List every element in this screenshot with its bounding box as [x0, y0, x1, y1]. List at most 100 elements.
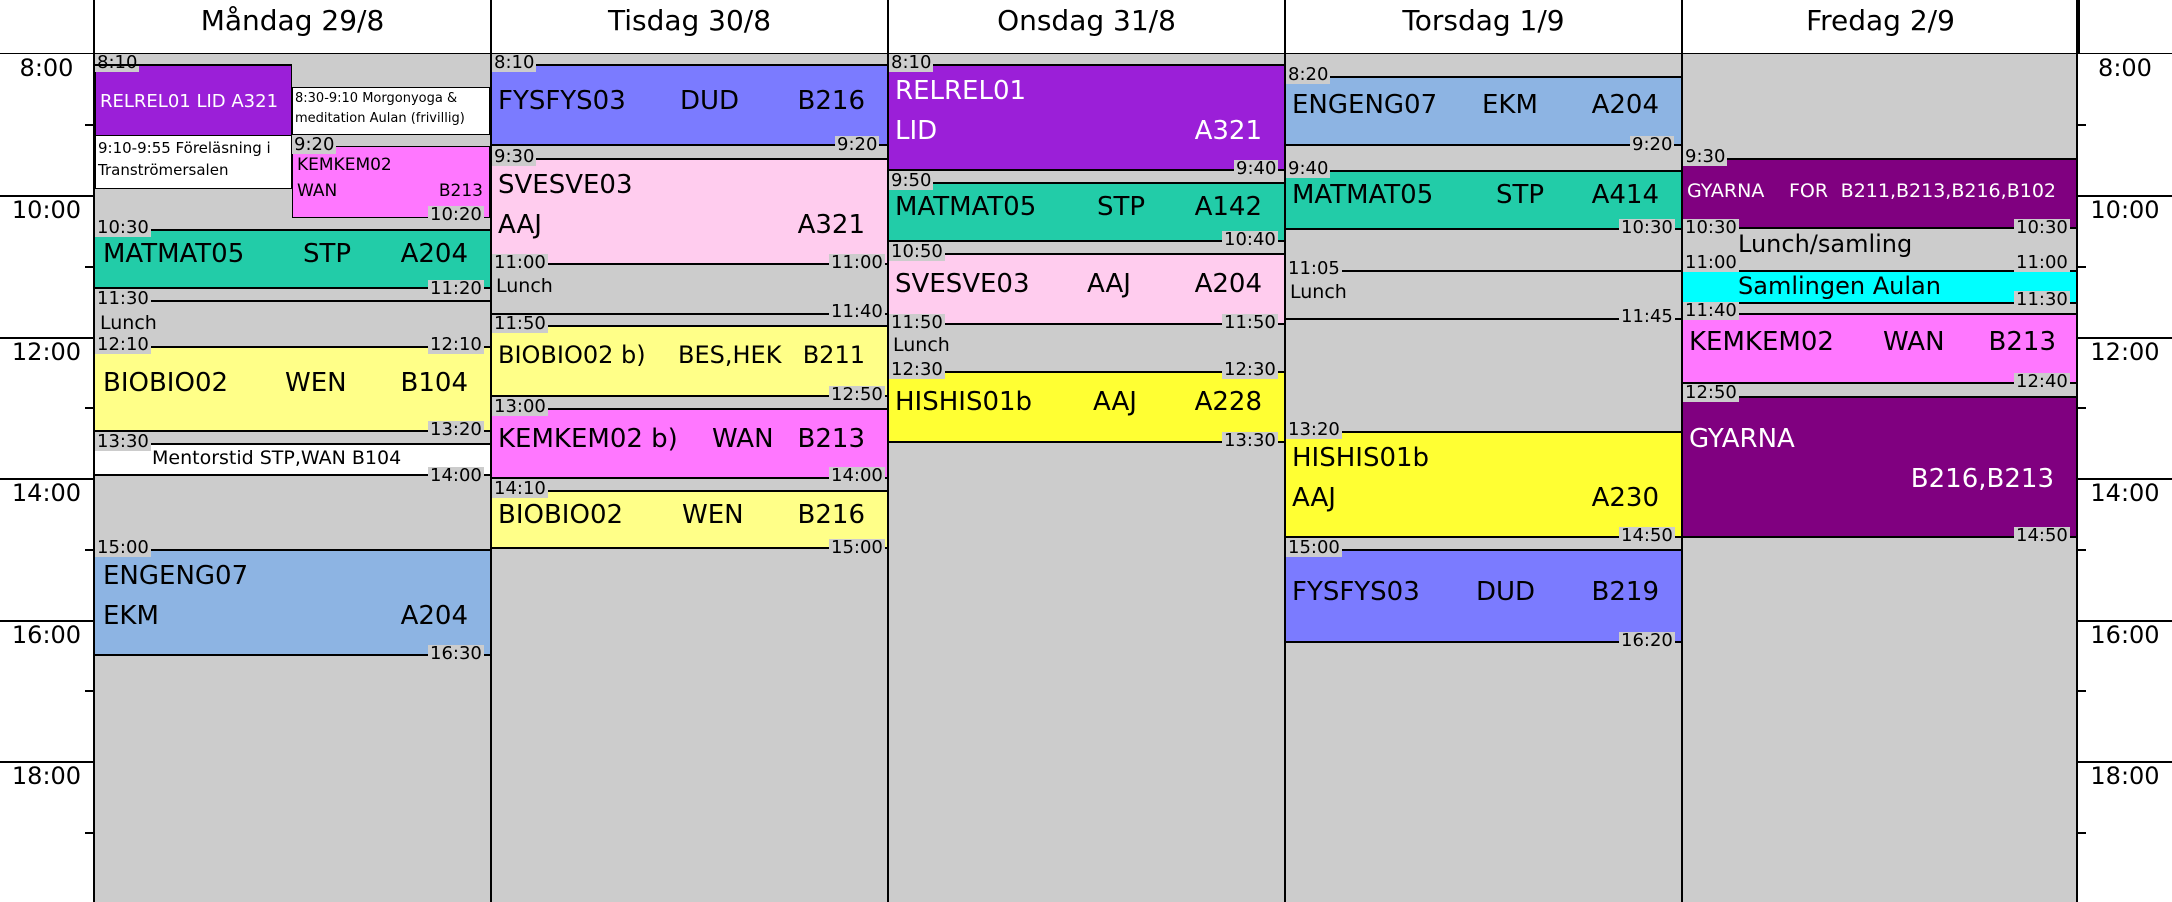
event-end-time: 14:50 — [1619, 525, 1675, 546]
event-kemkem02b[interactable]: KEMKEM02 b) WAN B213 — [492, 408, 887, 479]
hour-label: 12:00 — [2090, 338, 2160, 366]
event-mentorstid[interactable]: Mentorstid STP,WAN B104 — [95, 443, 490, 476]
day-header-friday: Fredag 2/9 — [1681, 0, 2078, 54]
event-morgonyoga[interactable]: 8:30-9:10 Morgonyoga & meditation Aulan … — [292, 87, 490, 135]
event-title: SVESVE03 — [895, 269, 1030, 299]
event-room: B211,B213,B216,B102 — [1840, 180, 2056, 202]
hour-label: 18:00 — [11, 762, 82, 790]
event-end-time: 12:10 — [428, 334, 484, 355]
event-engeng07[interactable]: ENGENG07 EKM A204 — [95, 549, 490, 656]
event-end-time: 10:20 — [428, 204, 484, 225]
event-room: A321 — [1194, 116, 1262, 146]
event-end-time: 11:20 — [428, 278, 484, 299]
event-teacher: AAJ — [1093, 387, 1137, 417]
event-title: FYSFYS03 — [498, 86, 626, 116]
event-title: GYARNA — [1687, 180, 1765, 202]
event-svesve03[interactable]: SVESVE03 AAJ A321 — [492, 158, 887, 265]
event-start-time: 15:00 — [1286, 537, 1342, 558]
event-lunch[interactable]: Lunch — [1290, 281, 1347, 303]
event-end-time: 9:20 — [835, 134, 880, 155]
event-end-time: 16:30 — [428, 643, 484, 664]
event-start-time: 14:10 — [492, 478, 548, 499]
event-start-time: 12:10 — [95, 334, 151, 355]
event-title: HISHIS01b — [1292, 443, 1430, 473]
event-kemkem02[interactable]: KEMKEM02 WAN B213 — [292, 146, 490, 218]
event-teacher: LID — [895, 116, 938, 146]
event-teacher: DUD — [1476, 577, 1536, 607]
hour-label: 10:00 — [11, 196, 82, 224]
event-title: FYSFYS03 — [1292, 577, 1420, 607]
event-subtitle: meditation Aulan (frivillig) — [295, 111, 465, 126]
event-start-time: 8:10 — [889, 52, 934, 73]
event-samlingen-aulan[interactable]: Samlingen Aulan — [1683, 270, 2076, 304]
event-end-time: 11:30 — [2014, 289, 2070, 310]
event-lunch-samling[interactable]: Lunch/samling — [1738, 230, 1913, 258]
event-end-time: 11:50 — [1222, 312, 1278, 333]
event-start-time: 15:00 — [95, 537, 151, 558]
event-biobio02b[interactable]: BIOBIO02 b) BES,HEK B211 — [492, 325, 887, 397]
event-matmat05[interactable]: MATMAT05 STP A142 — [889, 182, 1284, 242]
event-start-time: 11:40 — [1683, 300, 1739, 321]
event-biobio02[interactable]: BIOBIO02 WEN B216 — [492, 490, 887, 549]
event-teacher: AAJ — [1087, 269, 1131, 299]
event-start-time: 8:20 — [1286, 64, 1331, 85]
event-end-time: 12:40 — [2014, 371, 2070, 392]
event-end-time: 13:30 — [1222, 430, 1278, 451]
hour-label: 10:00 — [2090, 196, 2160, 224]
event-teacher: DUD — [680, 86, 740, 116]
event-room: B211 — [802, 341, 865, 369]
event-title: BIOBIO02 — [498, 500, 624, 530]
event-relrel01[interactable]: RELREL01 LID A321 — [889, 64, 1284, 171]
event-lunch[interactable]: Lunch — [893, 334, 950, 356]
event-start-time: 11:50 — [889, 312, 945, 333]
event-matmat05[interactable]: MATMAT05 STP A204 — [95, 229, 490, 289]
event-room: B213 — [1988, 327, 2056, 357]
event-end-time: 12:50 — [829, 384, 885, 405]
event-lunch[interactable]: Lunch — [496, 275, 553, 297]
event-end-time: 9:20 — [1630, 134, 1675, 155]
event-end-time: 11:40 — [829, 301, 885, 322]
event-room: A204 — [400, 239, 468, 269]
event-title: 9:10-9:55 Föreläsning i — [98, 139, 271, 157]
event-lunch[interactable]: Lunch — [100, 312, 157, 334]
hour-label: 8:00 — [2098, 54, 2152, 82]
event-start-time: 12:50 — [1683, 382, 1739, 403]
event-title: HISHIS01b — [895, 387, 1033, 417]
event-end-time: 14:00 — [428, 465, 484, 486]
event-room: A204 — [400, 601, 468, 631]
event-title: 8:30-9:10 Morgonyoga & — [295, 91, 458, 106]
day-header-tuesday: Tisdag 30/8 — [490, 0, 887, 54]
event-room: B216 — [797, 86, 865, 116]
event-gyarna[interactable]: GYARNA B216,B213 — [1683, 396, 2076, 538]
event-title: ENGENG07 — [103, 561, 249, 591]
event-room: A230 — [1591, 483, 1659, 513]
event-svesve03[interactable]: SVESVE03 AAJ A204 — [889, 253, 1284, 325]
event-kemkem02[interactable]: KEMKEM02 WAN B213 — [1683, 313, 2076, 384]
event-end-time: 10:30 — [1619, 217, 1675, 238]
event-hishis01b[interactable]: HISHIS01b AAJ A230 — [1286, 431, 1681, 538]
event-engeng07[interactable]: ENGENG07 EKM A204 — [1286, 76, 1681, 146]
event-biobio02[interactable]: BIOBIO02 WEN B104 — [95, 346, 490, 432]
event-start-time: 11:30 — [95, 288, 151, 309]
event-start-time: 10:30 — [95, 217, 151, 238]
event-hishis01b[interactable]: HISHIS01b AAJ A228 — [889, 371, 1284, 443]
event-start-time: 11:00 — [492, 252, 548, 273]
event-start-time: 13:00 — [492, 396, 548, 417]
event-fysfys03[interactable]: FYSFYS03 DUD B219 — [1286, 549, 1681, 643]
time-axis-left: 8:00 10:00 12:00 14:00 16:00 18:00 — [0, 54, 93, 902]
event-end-time: 9:40 — [1234, 158, 1279, 179]
event-end-time: 11:00 — [2014, 252, 2070, 273]
event-room: A414 — [1591, 180, 1659, 210]
day-header-monday: Måndag 29/8 — [93, 0, 490, 54]
event-relrel01[interactable]: RELREL01 LID A321 — [95, 64, 292, 136]
event-matmat05[interactable]: MATMAT05 STP A414 — [1286, 170, 1681, 230]
event-title: MATMAT05 — [103, 239, 245, 269]
day-header-wednesday: Onsdag 31/8 — [887, 0, 1284, 54]
event-end-time: 16:20 — [1619, 630, 1675, 651]
event-start-time: 13:20 — [1286, 419, 1342, 440]
event-gyarna-for[interactable]: GYARNA FOR B211,B213,B216,B102 — [1683, 158, 2076, 229]
event-fysfys03[interactable]: FYSFYS03 DUD B216 — [492, 64, 887, 146]
event-start-time: 11:00 — [1683, 252, 1739, 273]
event-forelasning[interactable]: 9:10-9:55 Föreläsning i Tranströmersalen — [95, 135, 292, 189]
event-end-time: 13:20 — [428, 419, 484, 440]
